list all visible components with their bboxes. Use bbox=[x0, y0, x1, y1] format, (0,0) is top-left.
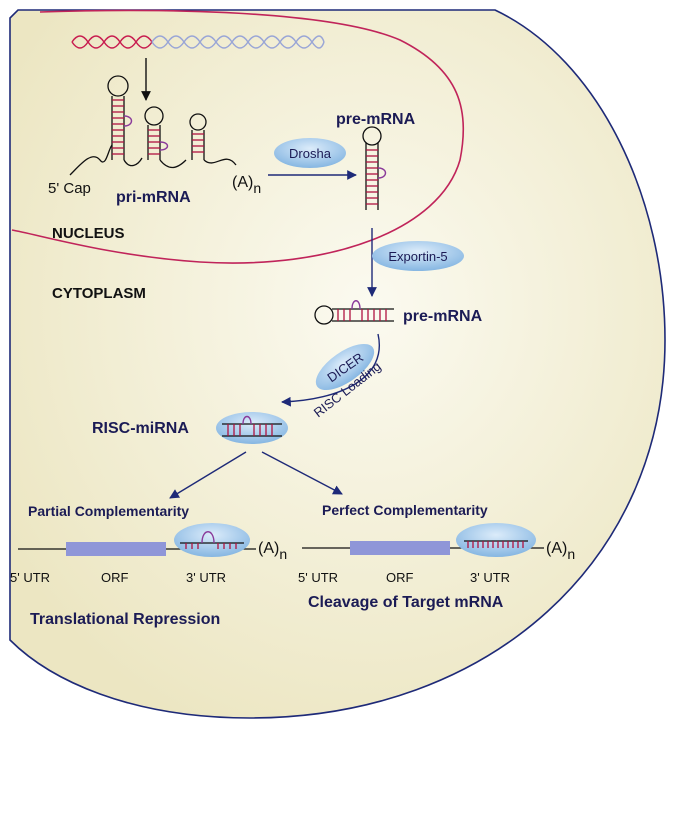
poly-a-label: (A)n bbox=[232, 174, 261, 196]
left-orf-label: ORF bbox=[101, 570, 129, 585]
pri-mrna-bulge-1 bbox=[123, 115, 133, 127]
pri-mrna-structure bbox=[69, 75, 237, 176]
left-utr3-label: 3' UTR bbox=[186, 570, 226, 585]
orf-bar-left bbox=[66, 542, 166, 556]
exportin-5-protein bbox=[372, 241, 464, 271]
target-mrna-partial bbox=[18, 523, 256, 557]
arrow-to-partial bbox=[169, 451, 247, 499]
arrow-to-perfect bbox=[261, 451, 343, 495]
pri-mrna-label: pri-mRNA bbox=[116, 189, 191, 206]
risc-loading-arrow bbox=[281, 333, 380, 407]
left-poly-a: (A)n bbox=[258, 540, 287, 562]
pre-mrna-nucleus-hairpin bbox=[362, 126, 387, 210]
orf-bar-right bbox=[350, 541, 450, 555]
translational-repression-label: Translational Repression bbox=[30, 611, 220, 628]
left-utr5-label: 5' UTR bbox=[10, 570, 50, 585]
risc-bound-right bbox=[456, 523, 536, 557]
partial-complementarity-label: Partial Complementarity bbox=[28, 503, 189, 519]
right-poly-a: (A)n bbox=[546, 540, 575, 562]
pri-mrna-bulge-2 bbox=[159, 141, 169, 151]
risc-mirna-duplex bbox=[222, 415, 282, 437]
five-cap-label: 5' Cap bbox=[48, 180, 91, 197]
pre-mrna-cytoplasm-hairpin bbox=[314, 300, 394, 325]
cleavage-label: Cleavage of Target mRNA bbox=[308, 594, 504, 611]
right-orf-label: ORF bbox=[386, 570, 414, 585]
nucleus-membrane bbox=[11, 9, 465, 264]
target-mrna-perfect bbox=[302, 523, 544, 557]
risc-complex bbox=[216, 412, 288, 444]
right-utr3-label: 3' UTR bbox=[470, 570, 510, 585]
nucleus-label: NUCLEUS bbox=[52, 225, 125, 242]
exportin-5-label: Exportin-5 bbox=[388, 249, 447, 264]
pri-mrna-basepairs bbox=[112, 99, 204, 155]
pre-mrna-cytoplasm-label: pre-mRNA bbox=[403, 308, 483, 325]
dna-helix bbox=[71, 35, 325, 49]
dicer-enzyme bbox=[315, 343, 375, 391]
cytoplasm-label: CYTOPLASM bbox=[52, 285, 146, 302]
pre-mrna-nucleus-label: pre-mRNA bbox=[336, 111, 416, 128]
drosha-enzyme bbox=[274, 138, 346, 168]
drosha-label: Drosha bbox=[289, 146, 332, 161]
risc-mirna-label: RISC-miRNA bbox=[92, 420, 189, 437]
risc-bound-left bbox=[174, 523, 250, 557]
perfect-complementarity-label: Perfect Complementarity bbox=[322, 502, 488, 518]
right-utr5-label: 5' UTR bbox=[298, 570, 338, 585]
